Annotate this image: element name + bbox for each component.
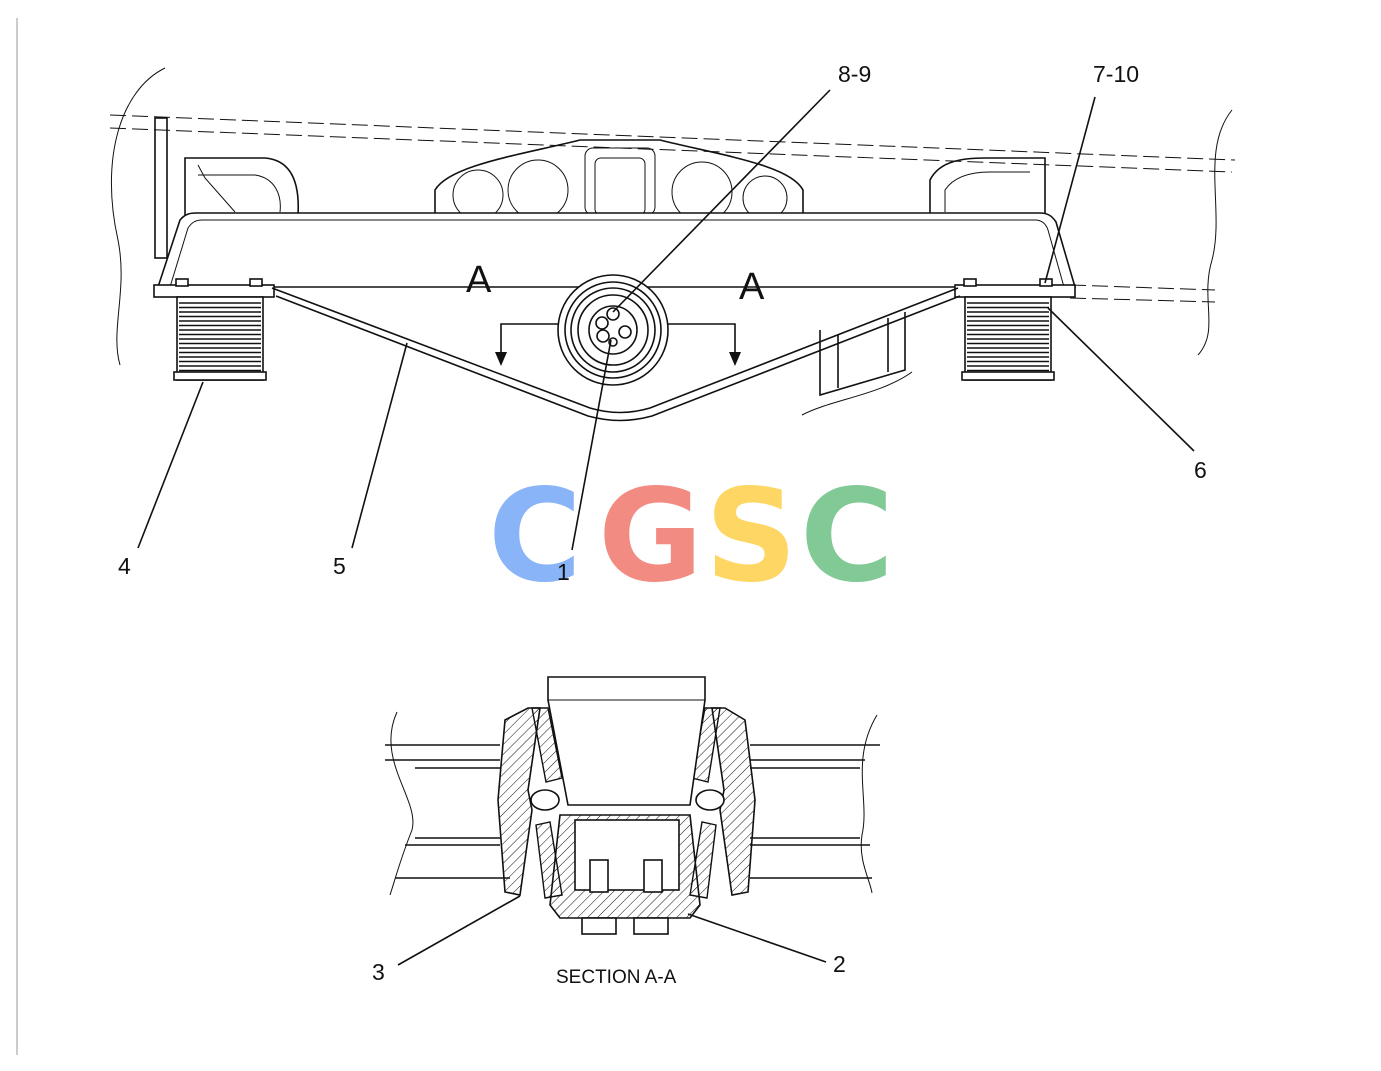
watermark-letter: S bbox=[705, 462, 797, 611]
pivot-bolt-4 bbox=[596, 329, 610, 343]
leader-7-10 bbox=[1044, 96, 1096, 284]
frame-rail-lower bbox=[1069, 284, 1216, 291]
casting-center bbox=[434, 139, 804, 215]
cross-member bbox=[156, 212, 1077, 288]
rail-right-lower bbox=[750, 837, 872, 879]
seal-left bbox=[530, 789, 560, 811]
seal-right bbox=[695, 789, 725, 811]
bolt-right-1 bbox=[963, 278, 977, 287]
bolt-left-1 bbox=[175, 278, 189, 287]
callout-1: 1 bbox=[557, 559, 570, 585]
bolt-left-2 bbox=[249, 278, 263, 287]
watermark-letter: C bbox=[800, 462, 894, 611]
rail-left-lower bbox=[395, 837, 510, 879]
pivot-ring-4 bbox=[577, 294, 649, 366]
callout-2: 2 bbox=[833, 951, 846, 977]
pivot-bolt-3 bbox=[618, 325, 632, 339]
rail-left-upper bbox=[385, 744, 500, 769]
watermark-letter: G bbox=[598, 462, 703, 611]
rail-break-right bbox=[860, 714, 878, 894]
support-strap-inner bbox=[275, 295, 961, 422]
cap-bolt-head-1 bbox=[581, 917, 617, 935]
leader-lines bbox=[137, 89, 1195, 966]
section-view bbox=[385, 676, 880, 935]
watermark-letter: C bbox=[488, 462, 582, 611]
lower-bracket-right bbox=[819, 312, 906, 397]
section-marker-right: A bbox=[739, 266, 765, 308]
cap-bolt-head-2 bbox=[633, 917, 669, 935]
leader-5 bbox=[351, 342, 408, 549]
pivot-ring-3 bbox=[570, 287, 656, 373]
rail-break-left bbox=[389, 711, 414, 896]
callout-8-9: 8-9 bbox=[838, 61, 871, 87]
section-caption: SECTION A-A bbox=[556, 967, 677, 988]
pivot-ring-5 bbox=[588, 305, 638, 355]
pivot-ring-2 bbox=[564, 281, 662, 379]
section-arrow-left bbox=[495, 352, 507, 366]
callout-3: 3 bbox=[372, 959, 385, 985]
isolator-mount-right bbox=[961, 296, 1055, 381]
break-line-right bbox=[1197, 109, 1233, 356]
leader-1 bbox=[571, 339, 612, 551]
cap-bolt-1 bbox=[589, 859, 609, 893]
rail-right-upper bbox=[750, 744, 880, 769]
callout-4: 4 bbox=[118, 553, 131, 579]
callout-5: 5 bbox=[333, 553, 346, 579]
pivot-bolt-5 bbox=[608, 337, 618, 347]
casting-left-inner bbox=[197, 164, 281, 213]
frame-rail-top bbox=[109, 114, 1236, 161]
callout-6: 6 bbox=[1194, 457, 1207, 483]
callout-7-10: 7-10 bbox=[1093, 61, 1139, 87]
lower-break-right bbox=[801, 371, 913, 416]
section-marker-left: A bbox=[466, 259, 492, 301]
leader-4 bbox=[137, 381, 204, 549]
pivot-pin bbox=[547, 676, 706, 806]
leader-8-9 bbox=[612, 89, 831, 313]
pivot-bolt-1 bbox=[606, 307, 620, 321]
support-strap bbox=[271, 287, 959, 414]
isolator-mount-left bbox=[173, 296, 267, 381]
frame-rail-lower-2 bbox=[1069, 297, 1216, 303]
casting-right-inner bbox=[944, 171, 1030, 212]
frame-post-left bbox=[154, 117, 168, 259]
leader-3 bbox=[397, 895, 521, 966]
pivot-outer-ring bbox=[557, 274, 669, 386]
leader-6 bbox=[1047, 307, 1195, 452]
pivot-bolt-2 bbox=[595, 316, 609, 330]
break-line-left bbox=[110, 67, 166, 366]
casting-slot-inner bbox=[594, 157, 646, 216]
casting-right bbox=[929, 157, 1046, 215]
frame-rail-top-2 bbox=[109, 127, 1233, 173]
section-arrow-right bbox=[729, 352, 741, 366]
cross-member-inner bbox=[169, 219, 1065, 288]
upper-view: A A bbox=[109, 67, 1236, 422]
casting-left bbox=[184, 157, 300, 216]
cap-bolt-2 bbox=[643, 859, 663, 893]
bushing-left-upper bbox=[531, 707, 563, 783]
leader-2 bbox=[687, 913, 827, 963]
casting-hole-2 bbox=[507, 159, 569, 221]
